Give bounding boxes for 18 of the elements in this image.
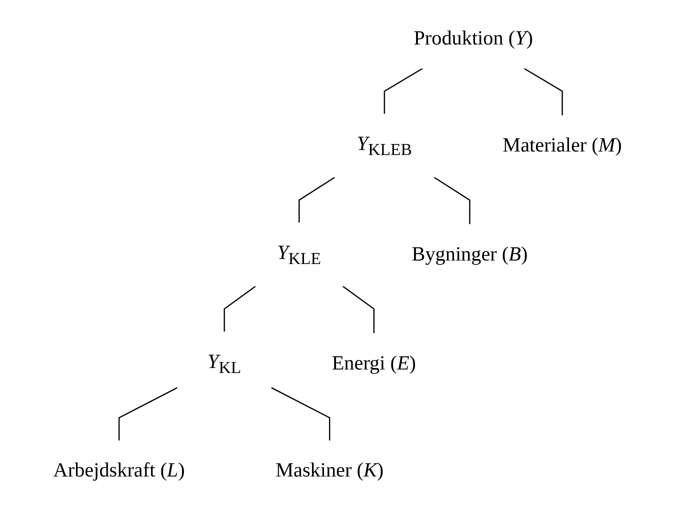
node-text: Materialer (M) <box>503 134 622 157</box>
connector <box>524 68 564 116</box>
connector <box>384 68 424 114</box>
connector <box>272 387 331 440</box>
node-text: Y$_{KLEB}$ <box>357 133 412 160</box>
connector <box>118 387 178 440</box>
node-text: Bygninger (B) <box>412 243 528 266</box>
connector <box>342 286 375 334</box>
node-text: Y$_{KL}$ <box>208 350 242 377</box>
node-text: Energi (E) <box>332 352 416 374</box>
connector <box>298 176 336 223</box>
node-text: Maskiner (K) <box>276 460 384 482</box>
connector <box>224 286 256 332</box>
connector <box>434 176 471 224</box>
node-text: Y$_{KLE}$ <box>278 242 322 268</box>
node-text: Arbejdskraft (L) <box>54 460 186 482</box>
node-text: Produktion (Y) <box>414 27 534 50</box>
tree-diagram: Produktion (Y) Y$_{KLEB}$ Materialer (M) Y$_{KLE}$ Bygninger (B) Y$_{KL}$ Energi (E) Arbejdskraft (L) Maskiner (K) <box>15 0 661 509</box>
